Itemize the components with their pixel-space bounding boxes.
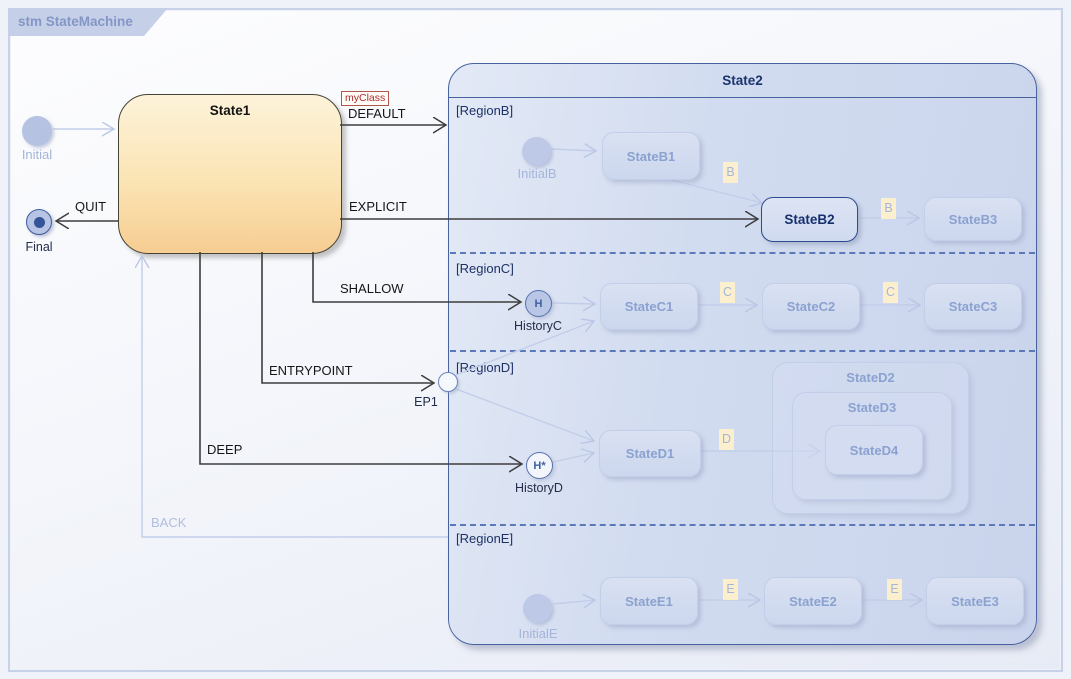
- trigger-c1[interactable]: C: [720, 282, 735, 303]
- state1-composite[interactable]: State1: [118, 94, 342, 254]
- trigger-b2[interactable]: B: [881, 198, 896, 219]
- state1-title: State1: [209, 103, 251, 118]
- transition-shallow-label[interactable]: SHALLOW: [340, 281, 404, 296]
- state-d4[interactable]: StateD4: [825, 425, 923, 475]
- state-b2[interactable]: StateB2: [761, 197, 858, 242]
- region-e-label: [RegionE]: [456, 531, 514, 546]
- region-b-label: [RegionB]: [456, 103, 514, 118]
- state-b1-label: StateB1: [626, 148, 676, 164]
- state-e1-label: StateE1: [625, 593, 673, 609]
- ep1-label: EP1: [414, 395, 438, 409]
- historyc-node[interactable]: H: [525, 290, 552, 317]
- region-c-label: [RegionC]: [456, 261, 514, 276]
- transition-deep-label[interactable]: DEEP: [207, 442, 243, 457]
- transition-default-label[interactable]: DEFAULT: [348, 106, 406, 121]
- initiale-node[interactable]: [523, 594, 552, 623]
- state-e3[interactable]: StateE3: [926, 577, 1024, 625]
- state-d1-label: StateD1: [625, 446, 675, 461]
- state-b3[interactable]: StateB3: [924, 197, 1022, 241]
- trigger-b1[interactable]: B: [723, 162, 738, 183]
- state-d1[interactable]: StateD1: [599, 430, 701, 477]
- region-separator-bc: [450, 252, 1035, 254]
- state-d4-label: StateD4: [849, 442, 899, 458]
- final-node[interactable]: [26, 209, 52, 235]
- transition-back-label[interactable]: BACK: [151, 515, 187, 530]
- region-separator-cd: [450, 350, 1035, 352]
- state-b3-label: StateB3: [948, 211, 998, 227]
- final-label: Final: [25, 240, 53, 254]
- diagram-tab: stm StateMachine: [8, 8, 168, 36]
- region-d-label: [RegionD]: [456, 360, 514, 375]
- state-d3[interactable]: StateD3: [792, 392, 952, 500]
- state-c2-label: StateC2: [786, 299, 836, 314]
- trigger-c2[interactable]: C: [883, 282, 898, 303]
- transition-default-stereotype: myClass: [341, 91, 390, 106]
- region-separator-de: [450, 524, 1035, 526]
- state-e2-label: StateE2: [789, 593, 837, 609]
- trigger-e1[interactable]: E: [723, 579, 738, 600]
- state-b2-label: StateB2: [784, 212, 835, 227]
- state-c3-label: StateC3: [948, 299, 998, 314]
- historyd-node[interactable]: H*: [526, 452, 553, 479]
- initial-node[interactable]: [22, 116, 52, 146]
- historyc-glyph: H: [534, 297, 543, 310]
- initialb-node[interactable]: [522, 137, 551, 166]
- transition-explicit-label[interactable]: EXPLICIT: [349, 199, 407, 214]
- state2-title: State2: [449, 64, 1036, 98]
- historyc-label: HistoryC: [514, 319, 562, 333]
- state-c1-label: StateC1: [624, 299, 674, 314]
- historyd-glyph: H*: [533, 459, 546, 472]
- state-e1[interactable]: StateE1: [600, 577, 698, 625]
- state-e3-label: StateE3: [951, 593, 999, 609]
- state-c1[interactable]: StateC1: [600, 283, 698, 330]
- trigger-d[interactable]: D: [719, 429, 734, 450]
- final-node-dot: [33, 216, 45, 228]
- state-e2[interactable]: StateE2: [764, 577, 862, 625]
- ep1-node[interactable]: [438, 372, 458, 392]
- initialb-label: InitialB: [517, 166, 557, 181]
- state-c3[interactable]: StateC3: [924, 283, 1022, 330]
- historyd-label: HistoryD: [515, 481, 563, 495]
- initiale-label: InitialE: [518, 626, 558, 641]
- transition-entrypoint-label[interactable]: ENTRYPOINT: [269, 363, 353, 378]
- state-c2[interactable]: StateC2: [762, 283, 860, 330]
- trigger-e2[interactable]: E: [887, 579, 902, 600]
- state-d2-label: StateD2: [846, 370, 895, 385]
- transition-quit-label[interactable]: QUIT: [75, 199, 107, 214]
- initial-label: Initial: [21, 147, 53, 162]
- state-b1[interactable]: StateB1: [602, 132, 700, 180]
- state-d3-label: StateD3: [847, 400, 897, 415]
